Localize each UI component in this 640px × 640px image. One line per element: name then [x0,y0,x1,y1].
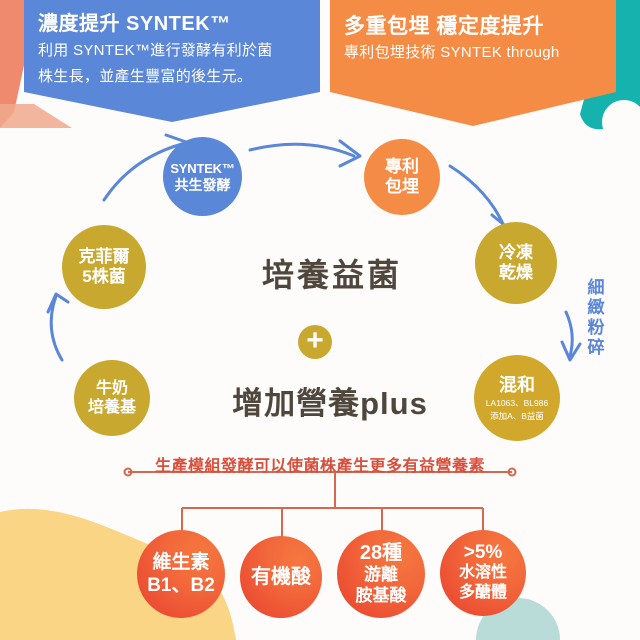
process-node-freeze-dry[interactable]: 冷凍 乾燥 [475,222,557,304]
process-node-freeze-line1: 冷凍 [499,243,533,262]
arrow-patent-to-freeze [448,164,506,228]
plus-badge-icon: + [298,325,332,359]
grind-label: 細 緻 粉 碎 [585,278,607,358]
nutrient-bubble-organic-acids[interactable]: 有機酸 [240,536,322,618]
coral-stripe-shape [0,104,72,128]
nutrient-bubble-vitamins-line2: B1、B2 [147,575,215,596]
arrowhead-milk-to-kefir [46,292,70,314]
process-node-patent-encapsulation[interactable]: 專利 包埋 [364,139,440,215]
header-left-title: 濃度提升 SYNTEK™ [38,13,231,35]
header-left-subtitle-line2: 株生長，並產生豐富的後生元。 [38,68,253,85]
header-panel-right: 多重包埋 穩定度提升 專利包埋技術 SYNTEK through [330,0,616,108]
process-node-mix-additives: 添加A、B益菌 [490,410,544,421]
arrowhead-syntek-to-patent [338,139,362,168]
process-node-milk-line2: 培養基 [87,399,136,416]
nutrient-bubble-amino-acids-line1: 28種 [359,541,403,564]
process-node-mix[interactable]: 混和 LA1063、BL986 添加A、B益菌 [474,355,560,441]
nutrient-bubble-vitamins-line1: 維生素 [152,552,210,573]
process-node-patent-line1: 專利 [385,157,419,176]
arrow-kefir-to-syntek [102,142,184,202]
process-node-milk-line1: 牛奶 [95,380,128,397]
process-node-syntek-line2: 共生發酵 [174,176,231,193]
arrow-syntek-to-patent [248,142,356,158]
grind-label-char4: 碎 [587,338,605,357]
nutrient-bubble-amino-acids-line2: 游離 [364,564,398,584]
nutrient-bubble-polysaccharides[interactable]: >5% 水溶性 多醣體 [440,530,526,616]
nutrient-bubble-polysaccharides-line3: 多醣體 [458,584,507,601]
center-title: 培養益菌 [261,257,402,293]
center-subtitle: 增加營養plus [232,386,428,421]
nutrient-bubble-amino-acids-line3: 胺基酸 [355,585,407,605]
process-node-patent-line2: 包埋 [385,177,419,196]
header-left-subtitle-line1: 利用 SYNTEK™進行發酵有利於菌 [38,42,273,59]
connector-dot-right [507,467,517,477]
bottom-headline: 生產模組發酵可以使菌株產生更多有益營養素 [154,458,485,475]
nutrient-bubble-organic-acids-line1: 有機酸 [251,566,311,588]
grind-label-char2: 緻 [587,298,605,317]
nutrient-bubble-vitamins[interactable]: 維生素 B1、B2 [137,530,225,618]
process-node-mix-strains: LA1063、BL986 [485,397,549,408]
plus-icon: + [306,323,324,357]
process-node-kefir-line2: 5株菌 [82,267,126,286]
process-node-kefir[interactable]: 克菲爾 5株菌 [62,225,146,309]
white-bubble-shape [602,100,640,144]
grind-label-char1: 細 [587,278,605,297]
grind-label-char3: 粉 [587,318,605,337]
nutrient-bubble-polysaccharides-line2: 水溶性 [458,564,507,581]
arrow-milk-to-kefir [49,294,64,362]
process-node-milk-medium[interactable]: 牛奶 培養基 [74,360,150,436]
connector-dot-left [123,467,133,477]
arrow-freeze-to-mix [564,310,574,358]
process-node-syntek-line1: SYNTEK™ [170,160,235,176]
blue-panel-shape [24,0,320,122]
process-node-freeze-line2: 乾燥 [499,263,533,282]
header-right-title: 多重包埋 穩定度提升 [344,15,544,38]
process-node-kefir-line1: 克菲爾 [78,247,130,266]
header-right-subtitle: 專利包埋技術 SYNTEK through [344,44,560,61]
arrowhead-freeze-to-mix [560,340,582,362]
header-panel-left: 濃度提升 SYNTEK™ 利用 SYNTEK™進行發酵有利於菌 株生長，並產生豐… [24,0,320,108]
orange-panel-shape [330,0,616,126]
process-node-mix-line1: 混和 [499,374,535,395]
process-node-syntek[interactable]: SYNTEK™ 共生發酵 [163,137,242,216]
nutrient-bubble-polysaccharides-line1: >5% [463,542,503,563]
nutrient-bubble-amino-acids[interactable]: 28種 游離 胺基酸 [337,530,425,618]
